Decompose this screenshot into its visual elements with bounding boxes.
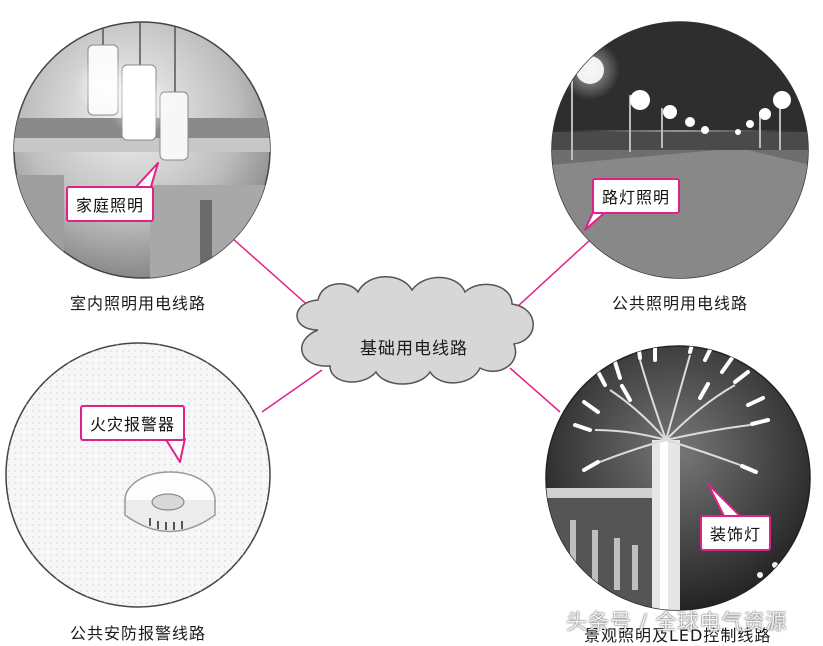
- fire-callout-tail: [164, 437, 186, 463]
- fire-callout: 火灾报警器: [80, 405, 186, 441]
- home-lighting-photo: [13, 21, 271, 279]
- fire-caption: 公共安防报警线路: [70, 624, 207, 643]
- decorative-lighting-photo: [545, 345, 811, 611]
- decor-callout: 装饰灯: [700, 515, 772, 551]
- street-callout: 路灯照明: [592, 178, 681, 214]
- home-callout: 家庭照明: [66, 186, 155, 222]
- decor-callout-tail: [707, 483, 743, 519]
- home-callout-tail: [134, 162, 159, 191]
- fire-alarm-photo: [5, 342, 271, 608]
- decor-caption: 景观照明及LED控制线路: [584, 626, 772, 645]
- connector-fire: [261, 369, 323, 413]
- connector-street: [504, 239, 591, 319]
- center-label: 基础用电线路: [360, 339, 468, 359]
- connector-decor: [509, 367, 561, 413]
- home-caption: 室内照明用电线路: [70, 294, 207, 313]
- watermark: 头条号 / 全球电气资源: [566, 610, 788, 634]
- center-cloud: [296, 276, 534, 385]
- street-caption: 公共照明用电线路: [612, 294, 749, 313]
